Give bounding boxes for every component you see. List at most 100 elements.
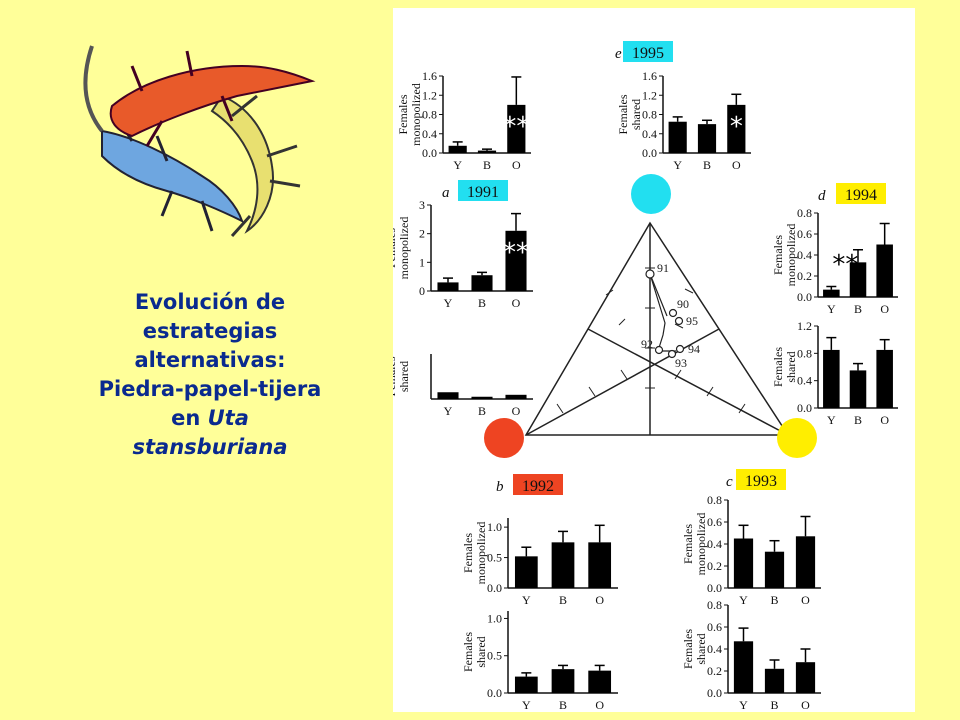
x-tick-label: O [732,158,741,172]
y-tick-label: 0.0 [707,686,722,700]
bar-B [551,669,575,693]
trajectory-arrow [649,273,668,317]
y-axis-label-line: Females [461,632,475,672]
y-axis-label-line: shared [784,351,798,382]
triangle-diagram [524,221,790,436]
y-tick-label: 1.2 [422,88,437,102]
species-genus: Uta [207,406,249,430]
bar-Y [668,121,687,153]
x-tick-label: Y [739,593,748,607]
significance-marker: ** [503,238,529,268]
y-axis-label-line: Females [771,347,785,387]
y-axis-label: Femalesmonopolized [771,224,798,287]
x-tick-label: Y [827,413,836,427]
y-tick-label: 0.0 [422,146,437,160]
bar-O [876,244,893,297]
point-91 [645,269,655,279]
trajectory-path [649,273,676,352]
y-axis-label: Femalesshared [393,356,411,396]
y-tick-label: 0.6 [797,227,812,241]
y-tick-label: 0.4 [422,127,437,141]
y-tick-label: 0.0 [797,290,812,304]
panel-year: 1993 [745,473,777,490]
cyan-strategy-circle [631,174,671,214]
label-92: 92 [641,337,653,351]
y-tick-label: 0.2 [707,559,722,573]
y-axis-label-line: shared [474,636,488,667]
y-axis-label-line: Females [616,94,630,134]
y-tick-label: 0.8 [707,493,722,507]
y-axis-label: Femalesshared [461,632,488,672]
bar-O [588,542,612,588]
x-tick-label: Y [827,302,836,316]
x-tick-label: B [559,593,567,607]
title-line-4: Piedra-papel-tijera [98,377,322,401]
panel-year: 1991 [467,184,499,201]
x-tick-label: B [483,158,491,172]
y-tick-label: 0.4 [707,642,722,656]
title-prefix: en [171,406,208,430]
panel-year: 1994 [845,187,877,204]
y-tick-label: 0.0 [707,581,722,595]
bar-Y [448,145,467,153]
bar-B [764,668,785,693]
y-tick-label: 1.2 [642,88,657,102]
y-axis-label: Femalesshared [616,94,643,134]
point-95 [674,316,684,326]
x-tick-label: O [512,404,521,418]
tick-marks [556,267,746,414]
label-94: 94 [688,342,700,356]
year-box [513,474,563,495]
x-tick-label: Y [453,158,462,172]
bar-B [551,542,575,588]
y-tick-label: 3 [419,198,425,212]
significance-marker: ** [832,250,858,280]
point-94 [675,344,685,354]
y-tick-label: 0.4 [797,374,812,388]
y-axis-label-line: Females [393,356,398,396]
y-tick-label: 0.6 [707,620,722,634]
year-box [836,183,886,204]
panel-letter: c [726,474,733,490]
bar-charts: 0.0 0.4 0.8 1.2 1.6Y B O Femalesmonopolized ** e 1… [393,41,898,712]
y-tick-label: 0.2 [707,664,722,678]
bar-O [505,394,527,399]
panel-letter: a [442,185,450,201]
y-tick-label: 0.5 [487,551,502,565]
label-93: 93 [675,356,687,370]
x-tick-label: B [854,302,862,316]
bar-Y [514,676,538,693]
x-tick-label: O [880,413,889,427]
y-axis-label: Femalesmonopolized [461,522,488,585]
y-tick-label: 1 [419,255,425,269]
x-tick-label: B [770,593,778,607]
y-tick-label: 0.2 [797,269,812,283]
bar-Y [733,641,754,693]
label-91: 91 [657,261,669,275]
x-tick-label: Y [673,158,682,172]
y-tick-label: 1.2 [797,319,812,333]
year-box [458,180,508,201]
x-tick-label: O [512,296,521,310]
x-tick-label: Y [444,404,453,418]
y-tick-label: 1.6 [642,69,657,83]
point-92 [654,345,664,355]
y-tick-label: 1.0 [487,611,502,625]
x-tick-label: B [854,413,862,427]
bar-B [697,124,717,153]
yellow-strategy-circle [777,418,817,458]
y-axis-label-line: Females [681,629,695,669]
bar-O [795,536,816,588]
panel-letter: e [615,46,622,62]
x-tick-label: B [559,698,567,712]
y-axis-label-line: shared [629,99,643,130]
y-axis-label: Femalesmonopolized [393,217,411,280]
y-tick-label: 0.4 [642,127,657,141]
y-axis-label-line: Females [771,235,785,275]
